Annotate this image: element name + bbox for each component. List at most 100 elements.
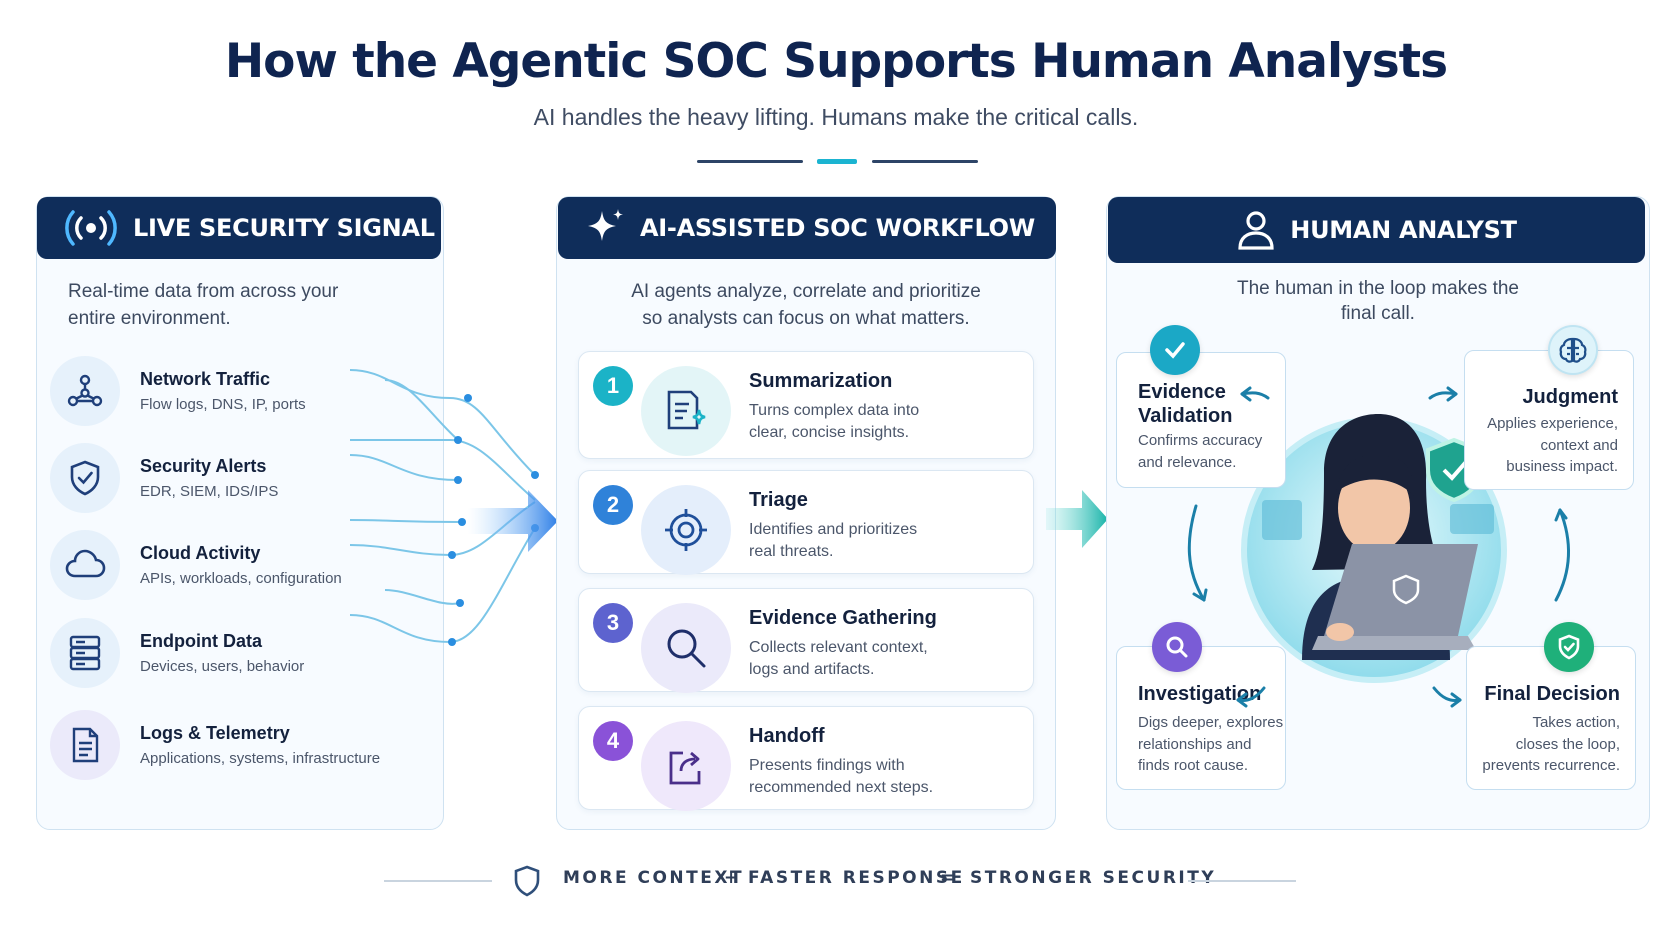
signal-subtitle: APIs, workloads, configuration — [140, 570, 342, 587]
shield-check-icon — [1544, 622, 1594, 672]
card-final-decision — [1466, 646, 1636, 790]
step-desc-1: Collects relevant context, — [749, 639, 928, 656]
signal-title: Cloud Activity — [140, 543, 261, 563]
flow-arrow-right-icon — [468, 490, 558, 552]
step-desc-2: real threats. — [749, 543, 834, 560]
divider-right — [872, 160, 978, 163]
workflow-heading: AI-ASSISTED SOC WORKFLOW — [640, 214, 1035, 242]
card-desc: and relevance. — [1138, 454, 1237, 471]
signal-title: Security Alerts — [140, 456, 267, 476]
step-desc-2: logs and artifacts. — [749, 661, 875, 678]
shield-icon — [514, 865, 540, 897]
target-icon — [641, 485, 731, 575]
analyst-desc-2: final call. — [1341, 303, 1415, 324]
divider-accent — [817, 159, 857, 164]
step-number: 4 — [593, 721, 633, 761]
workflow-desc-2: so analysts can focus on what matters. — [642, 308, 970, 329]
card-judgment — [1464, 350, 1634, 490]
workflow-desc-1: AI agents analyze, correlate and priorit… — [631, 281, 981, 302]
step-title: Triage — [749, 489, 808, 511]
footer-term-security: STRONGER SECURITY — [970, 868, 1217, 888]
workflow-step-triage: 2 Triage Identifies and prioritizes real… — [578, 470, 1034, 575]
analyst-desc-1: The human in the loop makes the — [1236, 278, 1519, 299]
signal-item-alerts: Security Alerts EDR, SIEM, IDS/IPS — [50, 443, 278, 513]
workflow-header: AI-ASSISTED SOC WORKFLOW — [558, 197, 1056, 259]
footer-op-equals: = — [940, 868, 957, 888]
card-desc: Confirms accuracy — [1138, 432, 1263, 449]
network-icon — [50, 356, 120, 426]
signal-item-endpoint: Endpoint Data Devices, users, behavior — [50, 618, 304, 688]
live-signal-desc-2: entire environment. — [68, 308, 231, 329]
cycle-arrows — [1187, 386, 1570, 708]
signal-subtitle: Applications, systems, infrastructure — [140, 750, 381, 767]
analyst-header: HUMAN ANALYST — [1108, 197, 1645, 263]
workflow-step-evidence: 3 Evidence Gathering Collects relevant c… — [578, 588, 1034, 693]
workflow-step-handoff: 4 Handoff Presents findings with recomme… — [578, 706, 1034, 811]
handoff-icon — [641, 721, 731, 811]
step-title: Summarization — [749, 370, 893, 392]
step-desc-2: clear, concise insights. — [749, 424, 910, 441]
checkmark-icon — [1150, 325, 1200, 375]
search-icon — [1152, 622, 1202, 672]
signal-subtitle: EDR, SIEM, IDS/IPS — [140, 483, 279, 500]
user-icon — [1236, 209, 1276, 251]
card-desc: prevents recurrence. — [1482, 757, 1620, 774]
document-icon — [50, 710, 120, 780]
footer-line-right — [1188, 880, 1296, 882]
workflow-step-summarization: 1 Summarization Turns complex data into … — [578, 351, 1034, 459]
footer-term-response: FASTER RESPONSE — [748, 868, 965, 888]
card-desc: Applies experience, — [1487, 415, 1618, 432]
page-title: How the Agentic SOC Supports Human Analy… — [224, 34, 1448, 89]
card-title: Validation — [1138, 405, 1233, 427]
card-desc: finds root cause. — [1138, 757, 1249, 774]
footer-op-plus: + — [724, 868, 741, 888]
live-signal-heading: LIVE SECURITY SIGNAL — [133, 214, 435, 242]
signal-title: Endpoint Data — [140, 631, 262, 651]
card-desc: Takes action, — [1532, 714, 1620, 731]
footer-line-left — [384, 880, 492, 882]
cloud-icon — [50, 530, 120, 600]
signal-subtitle: Flow logs, DNS, IP, ports — [140, 396, 306, 413]
step-title: Handoff — [749, 725, 825, 747]
card-title: Evidence — [1138, 381, 1226, 403]
summary-icon — [641, 366, 731, 456]
step-number: 1 — [593, 366, 633, 406]
analyst-illustration — [1241, 414, 1507, 683]
divider-left — [697, 160, 803, 163]
analyst-heading: HUMAN ANALYST — [1290, 216, 1517, 244]
footer-term-context: MORE CONTEXT — [563, 868, 745, 888]
step-desc-1: Presents findings with — [749, 757, 905, 774]
step-desc-1: Turns complex data into — [749, 402, 920, 419]
card-desc: business impact. — [1506, 458, 1618, 475]
signal-flow-lines — [350, 369, 539, 646]
card-title: Investigation — [1138, 683, 1262, 705]
signal-item-network: Network Traffic Flow logs, DNS, IP, port… — [50, 356, 306, 426]
flow-arrow-teal-icon — [1046, 490, 1108, 548]
signal-item-logs: Logs & Telemetry Applications, systems, … — [50, 710, 380, 780]
step-desc-1: Identifies and prioritizes — [749, 521, 918, 538]
live-signal-header: LIVE SECURITY SIGNAL — [37, 197, 441, 259]
signal-title: Network Traffic — [140, 369, 271, 389]
card-title: Final Decision — [1484, 683, 1620, 705]
step-title: Evidence Gathering — [749, 607, 937, 629]
live-signal-desc-1: Real-time data from across your — [68, 281, 339, 302]
step-desc-2: recommended next steps. — [749, 779, 934, 796]
signal-title: Logs & Telemetry — [140, 723, 290, 743]
brain-icon — [1548, 325, 1598, 375]
card-desc: context and — [1540, 437, 1618, 454]
sparkle-icon — [584, 207, 626, 249]
card-desc: closes the loop, — [1515, 736, 1620, 753]
magnifier-icon — [641, 603, 731, 693]
shield-check-icon — [50, 443, 120, 513]
page-subtitle: AI handles the heavy lifting. Humans mak… — [533, 104, 1139, 130]
signal-item-cloud: Cloud Activity APIs, workloads, configur… — [50, 530, 342, 600]
signal-subtitle: Devices, users, behavior — [140, 658, 305, 675]
card-desc: Digs deeper, explores — [1138, 714, 1284, 731]
server-icon — [50, 618, 120, 688]
step-number: 3 — [593, 603, 633, 643]
card-evidence-validation — [1116, 352, 1286, 488]
card-desc: relationships and — [1138, 736, 1252, 753]
broadcast-icon — [63, 208, 119, 248]
step-number: 2 — [593, 485, 633, 525]
card-title: Judgment — [1522, 386, 1618, 408]
